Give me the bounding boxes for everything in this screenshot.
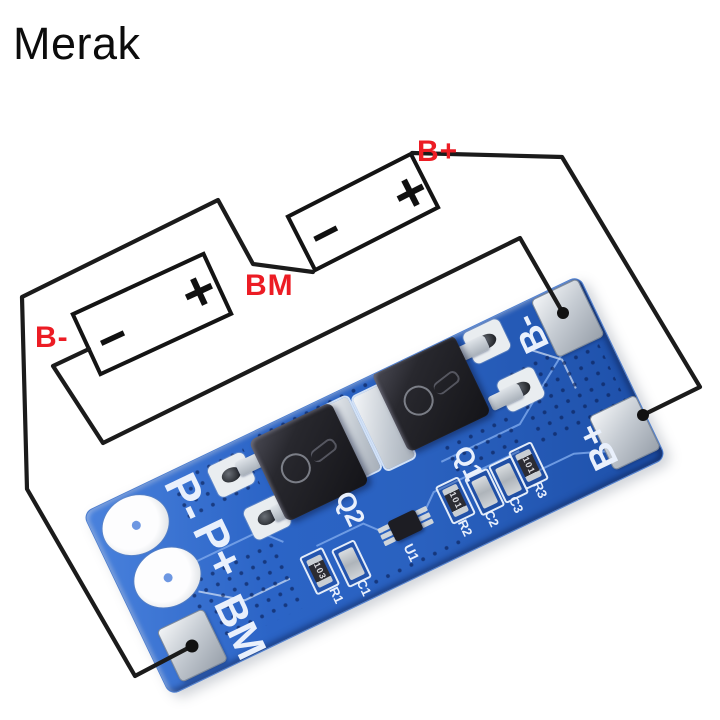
label-b-plus: B+ xyxy=(417,135,459,168)
watermark-brand: Merak xyxy=(13,18,141,69)
r2-marking: 101 xyxy=(447,489,465,511)
r1-marking: 103 xyxy=(311,560,329,582)
r3-marking: 101 xyxy=(520,454,538,476)
battery-cell-1: − + xyxy=(70,251,234,377)
battery1-minus-symbol: − xyxy=(87,306,138,370)
battery-cell-2: − + xyxy=(285,151,441,273)
label-bm: BM xyxy=(245,269,294,302)
battery1-plus-symbol: + xyxy=(170,255,227,327)
battery2-plus-symbol: + xyxy=(381,156,439,228)
battery2-minus-symbol: − xyxy=(299,201,352,265)
label-b-minus: B- xyxy=(35,321,69,354)
p-minus-hole-center xyxy=(129,519,142,532)
p-plus-hole-center xyxy=(161,571,174,584)
